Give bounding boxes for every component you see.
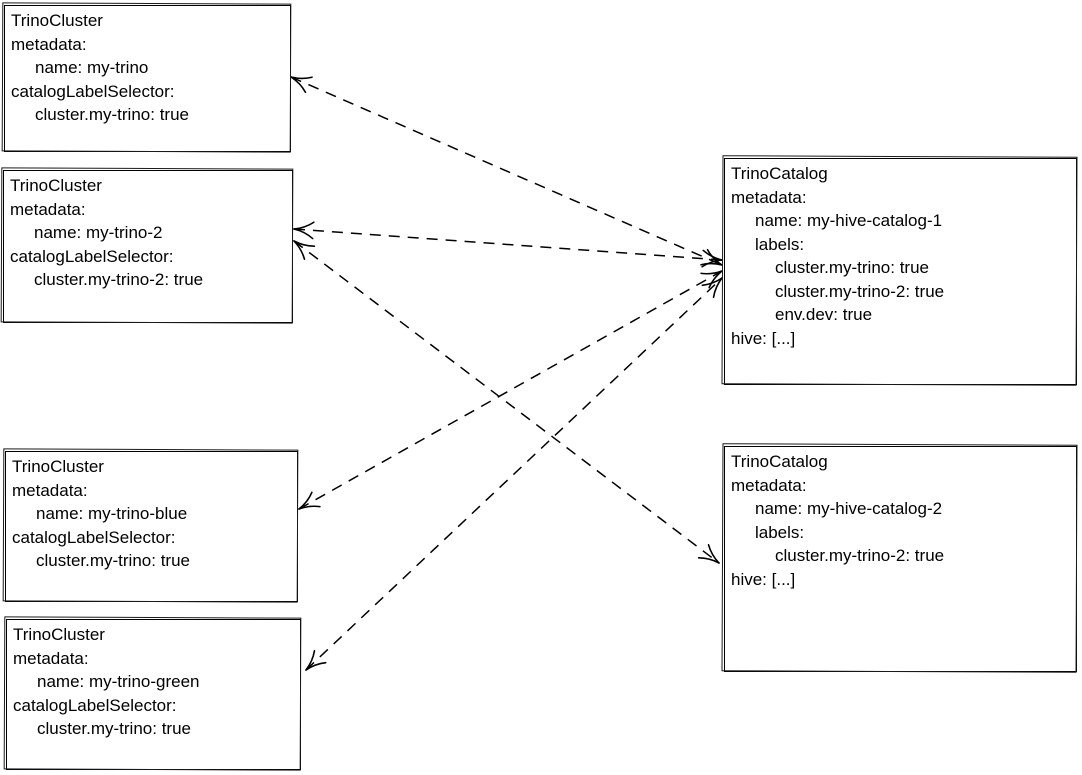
yaml-line: metadata: xyxy=(11,34,87,54)
arrowhead xyxy=(700,270,723,275)
arrowhead xyxy=(700,262,723,266)
yaml-line: metadata: xyxy=(731,187,807,207)
trinocluster-my-trino-box: TrinoCluster metadata: name: my-trino catal… xyxy=(4,5,291,152)
arrowhead xyxy=(701,277,723,287)
yaml-line: metadata: xyxy=(13,648,89,668)
yaml-line: name: my-trino xyxy=(35,58,149,77)
connection-line-cluster-my-trino-green--catalog-my-hive-catalog-1 xyxy=(305,277,723,671)
yaml-line: name: my-trino-2 xyxy=(34,223,163,242)
arrowhead xyxy=(290,76,307,94)
yaml-line: cluster.my-trino: true xyxy=(775,258,929,277)
trinocluster-my-trino-blue-box: TrinoCluster metadata: name: my-trino-blue… xyxy=(5,451,298,602)
yaml-line: hive: [...] xyxy=(731,569,796,589)
connection-line-cluster-my-trino-2--catalog-my-hive-catalog-2 xyxy=(293,240,720,564)
yaml-line: labels: xyxy=(755,234,805,254)
yaml-line: name: my-trino-blue xyxy=(36,504,188,523)
yaml-line: cluster.my-trino-2: true xyxy=(775,281,945,301)
yaml-line: catalogLabelSelector: xyxy=(12,527,176,547)
trinocatalog-my-hive-catalog-2-box: TrinoCatalog metadata: name: my-hive-catal… xyxy=(724,446,1077,672)
yaml-line: cluster.my-trino: true xyxy=(37,719,191,738)
arrowhead xyxy=(290,76,313,80)
yaml-line: name: my-hive-catalog-2 xyxy=(755,499,943,518)
arrowhead xyxy=(702,249,723,261)
yaml-line: name: my-trino-green xyxy=(37,672,200,691)
yaml-line: metadata: xyxy=(12,480,88,500)
arrowhead xyxy=(697,557,720,564)
arrowhead xyxy=(293,240,306,260)
yaml-line: TrinoCluster xyxy=(13,625,105,644)
yaml-line: cluster.my-trino-2: true xyxy=(34,270,204,289)
yaml-line: catalogLabelSelector: xyxy=(10,246,174,266)
arrowhead xyxy=(293,221,315,230)
yaml-line: hive: [...] xyxy=(731,328,796,348)
arrowhead xyxy=(708,270,723,289)
yaml-line: cluster.my-trino: true xyxy=(36,551,190,570)
trinocatalog-my-hive-catalog-1-box: TrinoCatalog metadata: name: my-hive-catal… xyxy=(724,158,1077,385)
arrowhead xyxy=(298,505,321,510)
trinocluster-my-trino-2-box: TrinoCluster metadata: name: my-trino-2 cat… xyxy=(3,170,293,323)
arrowhead xyxy=(305,649,316,671)
yaml-line: TrinoCatalog xyxy=(731,452,828,471)
yaml-line: TrinoCluster xyxy=(10,176,102,195)
connection-line-cluster-my-trino-2--catalog-my-hive-catalog-1 xyxy=(293,228,723,261)
yaml-line: cluster.my-trino: true xyxy=(35,105,189,124)
yaml-line: TrinoCatalog xyxy=(731,164,828,183)
yaml-line: env.dev: true xyxy=(775,305,873,324)
trinocluster-my-trino-green-box: TrinoCluster metadata: name: my-trino-gree… xyxy=(6,619,301,770)
arrowhead xyxy=(701,259,723,268)
yaml-line: TrinoCluster xyxy=(12,457,104,476)
yaml-line: catalogLabelSelector: xyxy=(13,695,177,715)
yaml-line: metadata: xyxy=(10,199,86,219)
arrowhead xyxy=(293,240,316,247)
yaml-line: cluster.my-trino-2: true xyxy=(775,546,945,565)
yaml-line: TrinoCluster xyxy=(11,11,103,30)
arrowhead xyxy=(707,544,720,564)
arrowhead xyxy=(298,491,313,510)
connection-line-cluster-my-trino-blue--catalog-my-hive-catalog-1 xyxy=(298,270,723,510)
arrowhead xyxy=(706,248,723,266)
yaml-line: labels: xyxy=(755,522,805,542)
yaml-line: name: my-hive-catalog-1 xyxy=(755,211,943,230)
arrowhead xyxy=(293,228,314,240)
yaml-line: catalogLabelSelector: xyxy=(11,81,175,101)
arrowhead xyxy=(305,661,327,671)
yaml-line: metadata: xyxy=(731,475,807,495)
arrowhead xyxy=(712,277,723,299)
connection-line-cluster-my-trino--catalog-my-hive-catalog-1 xyxy=(290,76,723,266)
